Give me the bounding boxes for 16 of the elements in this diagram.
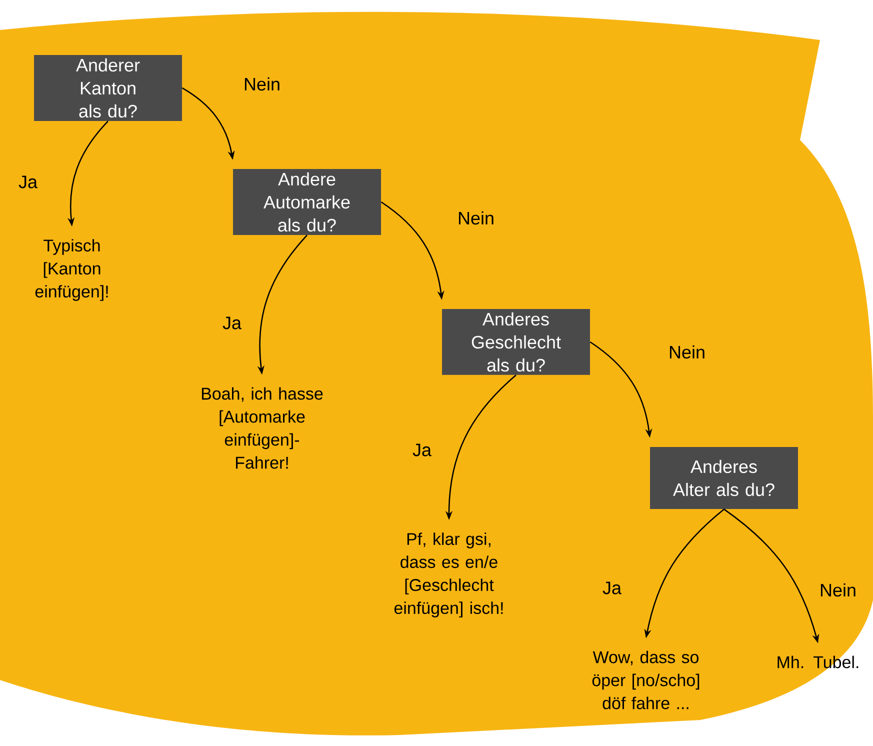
answer-text: Pf, klar gsi, dass es en/e [Geschlecht einfügen] isch!	[394, 532, 503, 618]
edge-label: Ja	[18, 174, 39, 190]
answer-text: Wow, dass so öper [no/scho] döf fahre ...	[592, 650, 700, 710]
edge-label: Nein	[818, 582, 858, 598]
question-box: Anderer Kanton als du?	[34, 55, 182, 121]
edge-label: Ja	[602, 580, 622, 596]
edge-label: Nein	[668, 344, 707, 360]
edge-label: Ja	[222, 316, 242, 330]
edge-label: Ja	[412, 442, 432, 458]
edge-label: Nein	[456, 210, 496, 226]
question-box: Anderes Alter als du?	[650, 447, 798, 509]
question-box: Anderes Geschlecht als du?	[442, 309, 590, 375]
answer-text: Boah, ich hasse [Automarke einfügen]-Fahrer!	[202, 387, 323, 469]
edge-label: Nein	[242, 76, 282, 92]
question-box: Andere Automarke als du?	[233, 169, 381, 235]
answer-text: Typisch [Kanton einfügen]!	[35, 239, 108, 301]
